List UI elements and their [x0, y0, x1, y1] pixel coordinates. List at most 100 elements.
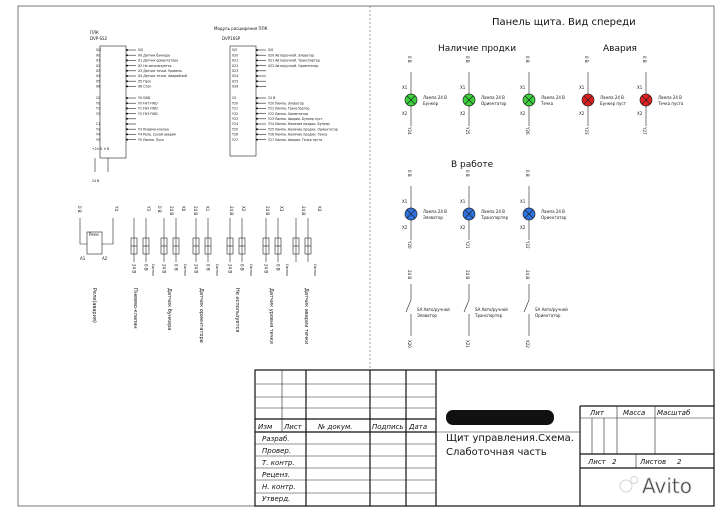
- lamp-x1: X1: [460, 199, 466, 204]
- pin-id: X25: [232, 79, 238, 83]
- lamp-cross: [464, 209, 474, 219]
- pin-label: S/S: [268, 48, 273, 52]
- pin-dot: [256, 80, 258, 83]
- terminal-bottom-label: 24 В: [228, 264, 233, 273]
- terminal-caption: Реле(авария): [91, 288, 97, 323]
- terminal-signal-label: Сигнал: [151, 264, 155, 276]
- pin-id: Y24: [232, 122, 238, 126]
- pin-dot: [126, 123, 128, 125]
- lamp-type: Лампа 24 В: [481, 209, 505, 214]
- lamp-name: Элеватор: [423, 215, 443, 220]
- terminal-signal-label: Сигнал: [249, 264, 253, 276]
- pin-dot: [126, 112, 128, 115]
- exp-model: DVP16SP: [222, 36, 241, 41]
- pin-dot: [126, 133, 128, 136]
- pin-id: Y0: [96, 101, 100, 105]
- pin-dot: [126, 85, 128, 88]
- lamp-output: Y21: [465, 240, 470, 249]
- terminal-bottom-label: 0 В: [144, 264, 149, 271]
- terminal-top-label: Y3: [146, 205, 151, 211]
- plc-bottom-label: 24 В: [92, 179, 99, 183]
- terminal-top-label: 24 В: [169, 206, 174, 215]
- lamp-x1: X1: [402, 85, 408, 90]
- tb-row-label: Н. контр.: [262, 483, 296, 491]
- tb-header: Изм: [258, 423, 273, 431]
- pin-id: Y2: [96, 112, 100, 116]
- pin-id: Y26: [232, 133, 238, 137]
- lamp-output: Y26: [525, 126, 530, 135]
- tb-header: Дата: [408, 423, 427, 431]
- lamp-cross: [583, 95, 593, 105]
- switch-input: X21: [465, 340, 470, 348]
- pin-id: X22: [232, 64, 238, 68]
- tb-row-label: Реценз.: [262, 471, 290, 479]
- lamp-x2: X2: [460, 111, 466, 116]
- pin-id: X21: [232, 59, 238, 63]
- pin-label: X20 Авто/ручной. Элеватор: [268, 53, 314, 57]
- lamp-top-label: 0 В: [642, 56, 647, 63]
- lamp-x1: X1: [520, 85, 526, 90]
- plc-power-0v: 0 В: [104, 147, 109, 151]
- lamp-output: Y23: [584, 126, 589, 135]
- section-work: В работе: [451, 160, 494, 170]
- pin-id: X5: [96, 79, 100, 83]
- pin-id: Y20: [232, 101, 238, 105]
- terminal-top-label: 0 В: [77, 206, 82, 213]
- pin-label: Y4 Реле. Сухой авария: [138, 133, 176, 137]
- switch-contact-icon: [463, 299, 470, 313]
- doc-name-line2: Слаботочная часть: [446, 447, 547, 458]
- terminal-top-label: X1: [205, 206, 210, 212]
- lamp-cross: [524, 95, 534, 105]
- tb-row-label: Т. контр.: [262, 459, 295, 467]
- pin-id: X2: [96, 64, 100, 68]
- pin-id: Y5: [96, 138, 100, 142]
- terminal-bottom-label: 0 В: [206, 264, 211, 271]
- exp-body: [229, 45, 257, 157]
- lamp-name: Течка: [540, 101, 554, 106]
- plc-body: [99, 45, 127, 159]
- pin-label: Y2 FH3 FWD: [138, 112, 158, 116]
- tb-header: № докум.: [317, 423, 353, 431]
- pin-dot: [256, 138, 258, 141]
- lamp-x2: X2: [637, 111, 643, 116]
- switch-top-label: 24 В: [407, 270, 412, 279]
- pin-dot: [256, 75, 258, 77]
- terminal-top-label: X4: [317, 206, 322, 212]
- pin-label: Y5 Лампа. Пуск: [138, 138, 164, 142]
- watermark: Avito: [619, 474, 692, 498]
- switch-top-label: 24 В: [465, 270, 470, 279]
- exp-title: Модуль расширения ПЛК: [214, 26, 268, 31]
- lamp-x1: X1: [637, 85, 643, 90]
- switch-type: SA Авто/ручной: [475, 307, 508, 312]
- lamp-type: Лампа 24 В: [423, 209, 447, 214]
- pin-id: X4: [96, 74, 100, 78]
- pin-label: X4 Датчик течки. Аварийный: [138, 74, 187, 78]
- plc-power-24v: +24 В: [92, 147, 102, 151]
- pin-dot: [256, 123, 258, 125]
- pin-dot: [126, 59, 128, 62]
- tb-lit: Лит: [589, 409, 605, 417]
- pin-id: C1: [96, 122, 100, 126]
- section-presence: Наличие продки: [438, 44, 516, 54]
- pin-id: Y1: [96, 107, 100, 111]
- pin-id: X26: [232, 85, 238, 89]
- pin-dot: [256, 69, 258, 72]
- pin-dot: [256, 64, 258, 67]
- pin-label: X22 Авто/ручной. Ориентатор: [268, 64, 318, 68]
- terminal-top-label: X3: [279, 206, 284, 212]
- lamp-top-label: 0 В: [407, 170, 412, 177]
- relay-a1: A1: [80, 256, 86, 261]
- terminal-caption: Датчик бункера: [166, 288, 172, 330]
- pin-label: Y25 Лампа. Наличие продки. Ориентатор: [268, 127, 338, 131]
- tb-scale: Масштаб: [657, 409, 691, 417]
- terminal-top-label: 24 В: [265, 206, 270, 215]
- lamp-output: Y22: [525, 240, 530, 249]
- lamp-output: Y24: [407, 126, 412, 135]
- terminal-top-label: Y4: [114, 205, 119, 211]
- terminal-caption: Датчик ориентатора: [198, 288, 204, 343]
- lamp-top-label: 0 В: [584, 56, 589, 63]
